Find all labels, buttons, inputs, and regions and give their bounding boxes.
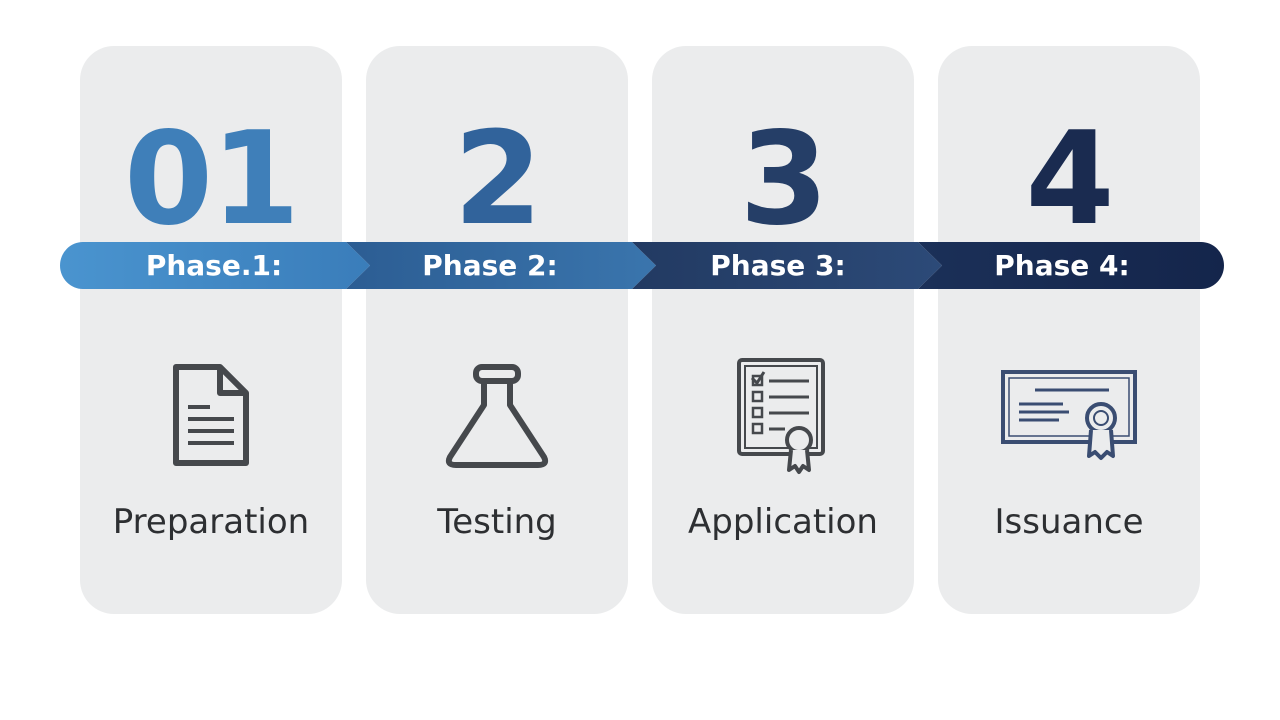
phase-number-1: 01 bbox=[123, 105, 300, 254]
phase-label-1: Preparation bbox=[112, 502, 310, 542]
phase-label-2: Testing bbox=[437, 502, 557, 542]
phase-banner-label-1: Phase.1: bbox=[145, 249, 283, 282]
phase-number-3: 3 bbox=[739, 105, 828, 254]
phase-card-1: 01 Preparation bbox=[80, 46, 342, 614]
phase-label-3: Application bbox=[688, 502, 878, 542]
banner-segment-4 bbox=[918, 242, 1224, 289]
banner-segment-1 bbox=[60, 242, 371, 289]
phase-banner-label-3: Phase 3: bbox=[710, 249, 846, 282]
phase-banner bbox=[60, 242, 1224, 289]
phase-banner-label-2: Phase 2: bbox=[422, 249, 558, 282]
phase-number-4: 4 bbox=[1025, 105, 1114, 254]
checklist-certificate-icon bbox=[652, 352, 914, 480]
phase-card-4: 4 Issuance bbox=[938, 46, 1200, 614]
flask-icon bbox=[366, 352, 628, 480]
phase-number-2: 2 bbox=[453, 105, 542, 254]
phase-label-4: Issuance bbox=[994, 502, 1144, 542]
banner-segment-2 bbox=[346, 242, 656, 289]
phase-card-3: 3 Application bbox=[652, 46, 914, 614]
banner-segment-3 bbox=[632, 242, 942, 289]
phase-card-2: 2 Testing bbox=[366, 46, 628, 614]
document-icon bbox=[80, 352, 342, 480]
certificate-award-icon bbox=[938, 352, 1200, 480]
phase-banner-label-4: Phase 4: bbox=[994, 249, 1130, 282]
